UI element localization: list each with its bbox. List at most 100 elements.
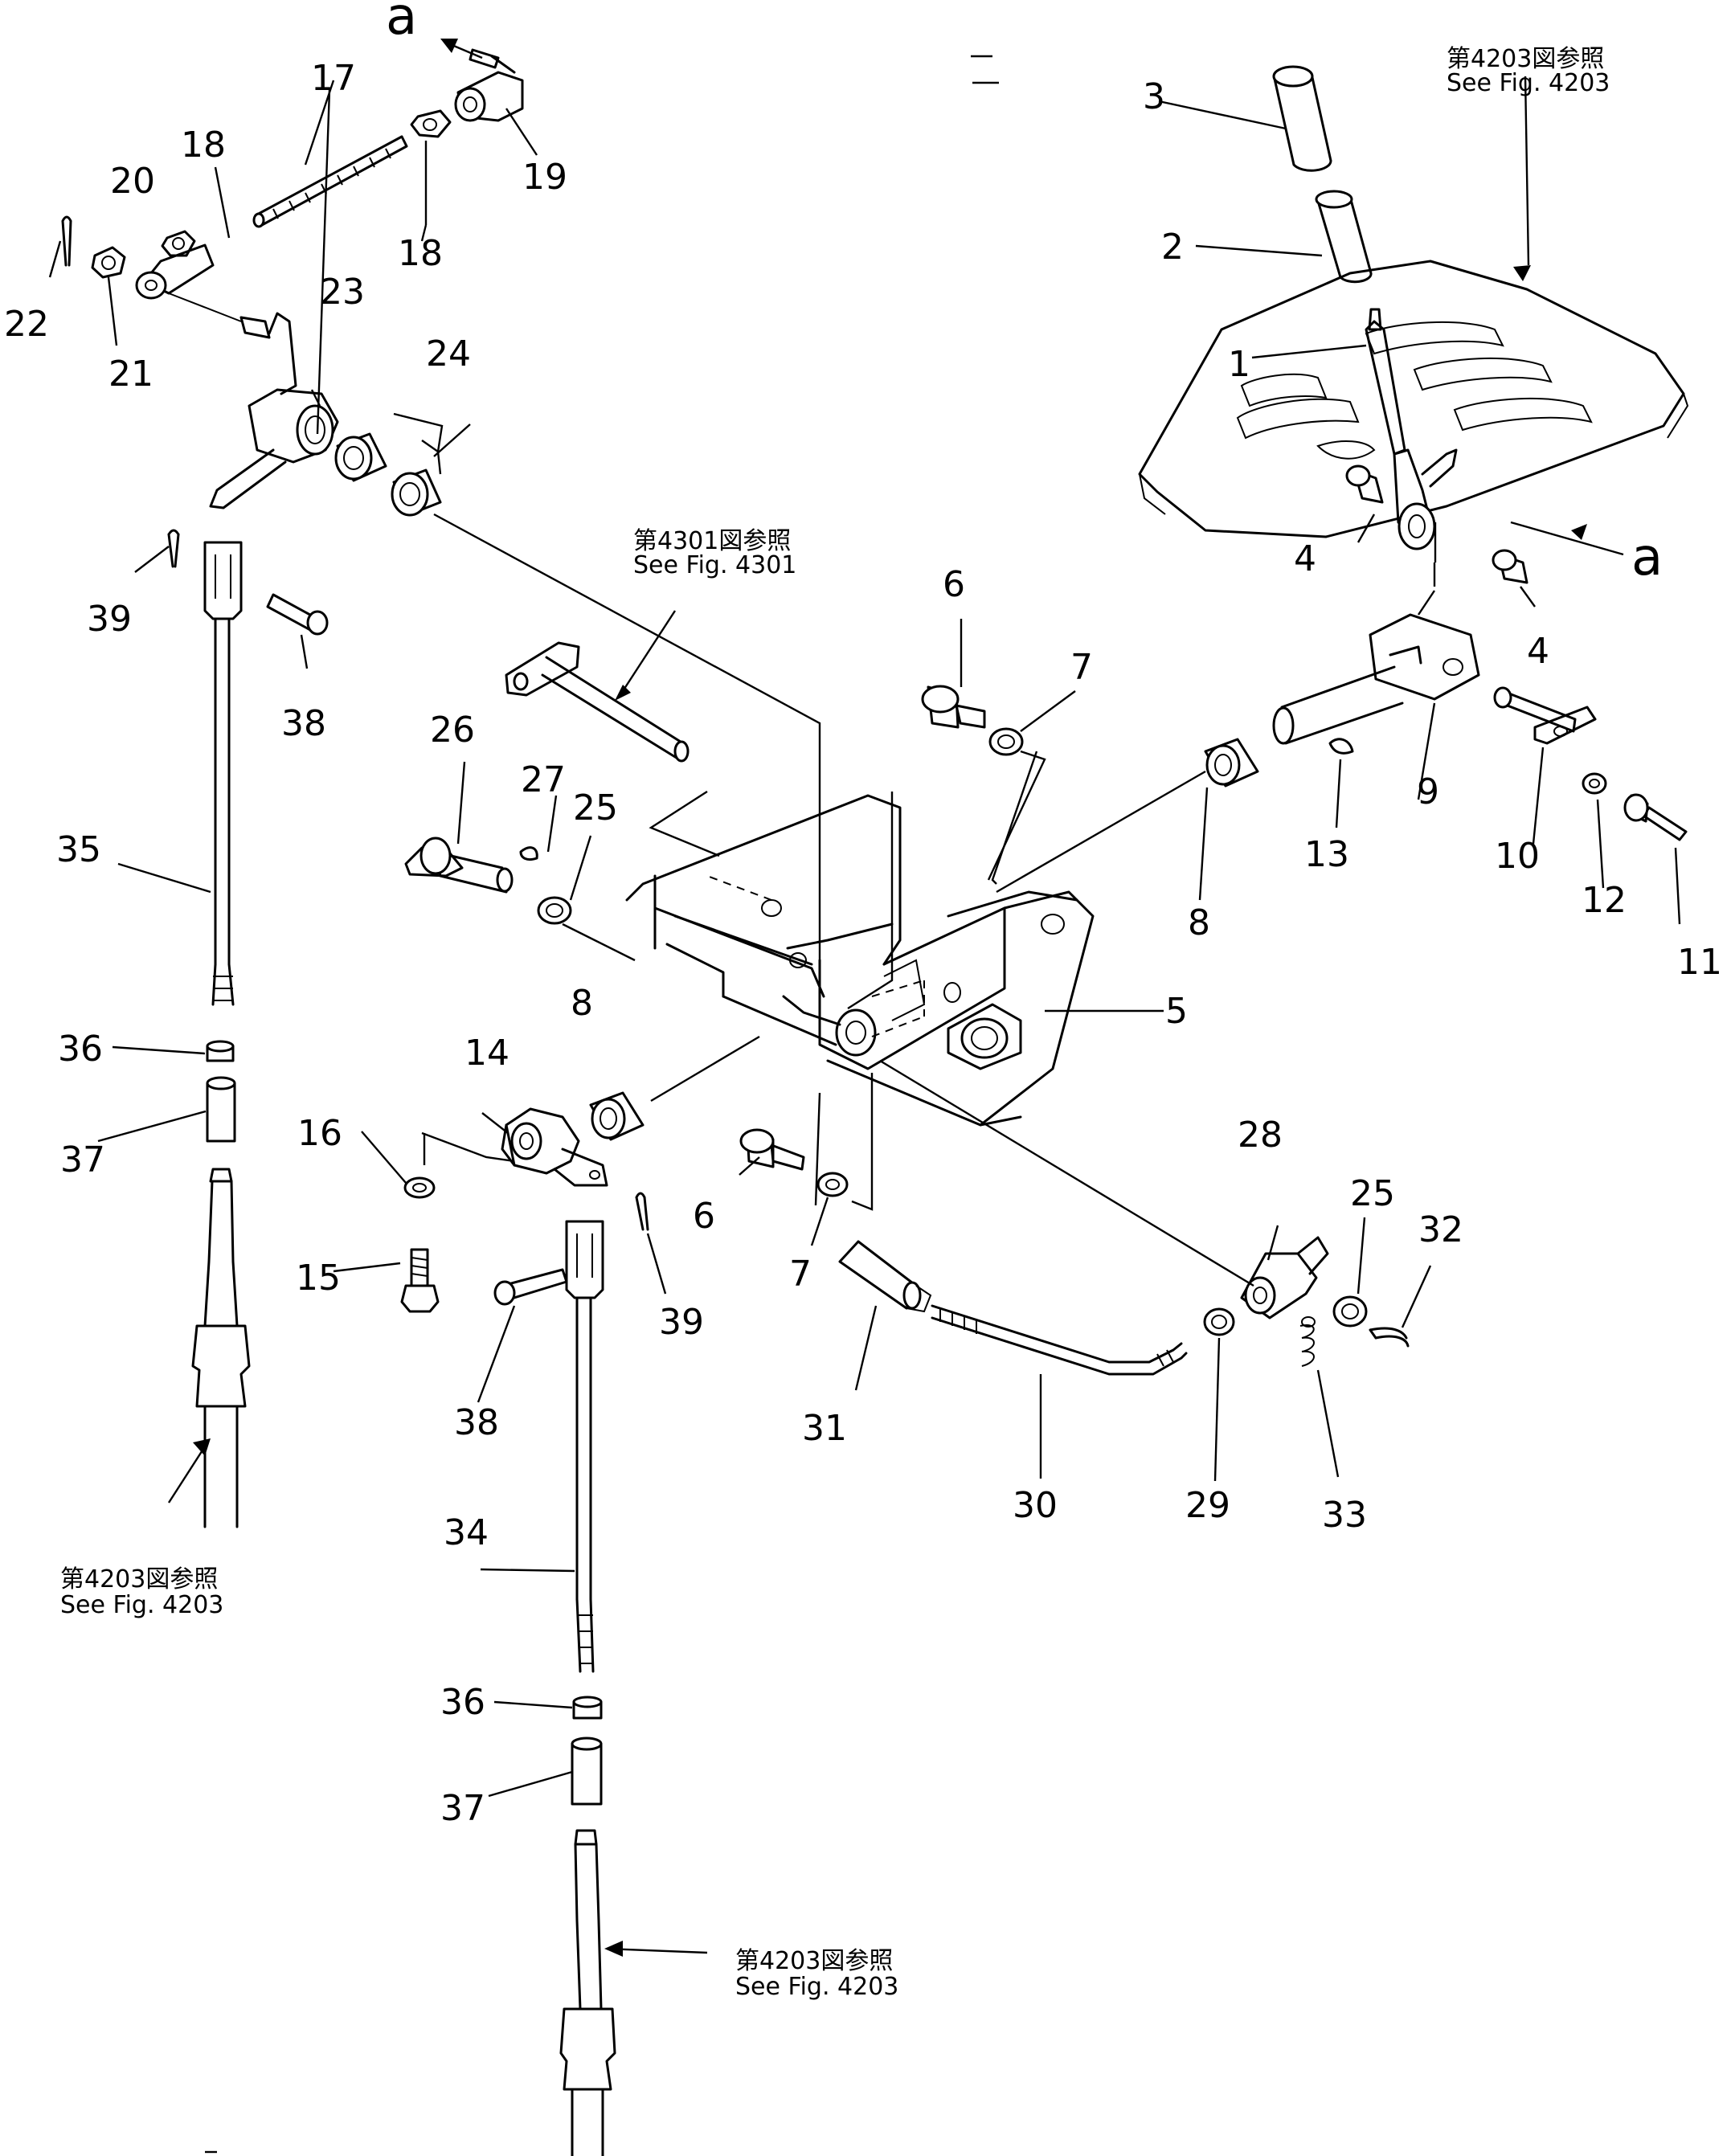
- label-39-center: 39: [659, 1302, 704, 1343]
- rod-4301: [505, 641, 690, 763]
- nut-36-center: [572, 1696, 603, 1720]
- cable-center: [559, 1829, 616, 2156]
- washer-16: [403, 1176, 436, 1199]
- label-15: 15: [296, 1258, 341, 1299]
- label-17: 17: [311, 58, 356, 99]
- pin-26: [404, 837, 514, 894]
- washer-7-top: [988, 727, 1024, 756]
- label-25-left: 25: [573, 788, 618, 828]
- label-6-bottom: 6: [693, 1196, 715, 1237]
- knob-parts: [1272, 65, 1373, 284]
- cotter-pin-22: [61, 215, 72, 267]
- label-14: 14: [464, 1033, 509, 1074]
- ref-4301-en: See Fig. 4301: [633, 551, 796, 579]
- shaft-bracket-9: [1272, 563, 1480, 745]
- cable-left: [191, 1168, 251, 1528]
- label-34: 34: [444, 1512, 489, 1553]
- marker-a-top: a: [386, 0, 417, 47]
- alignment-lines: [421, 513, 1437, 1287]
- bushing-4: [1345, 464, 1528, 584]
- label-35: 35: [56, 829, 101, 870]
- spring-33: [1299, 1316, 1316, 1367]
- bolt-11: [1623, 793, 1688, 841]
- ref-4203-top-jp: 第4203図参照: [1447, 45, 1604, 73]
- bell-crank-23: [209, 312, 339, 509]
- label-7-top: 7: [1070, 647, 1093, 688]
- label-10: 10: [1495, 836, 1540, 877]
- bolt-6-bottom: [739, 1128, 805, 1171]
- clevis-pin-38-left: [266, 593, 329, 636]
- label-33: 33: [1322, 1495, 1367, 1536]
- rod-34: [565, 1220, 604, 1673]
- label-28: 28: [1238, 1115, 1283, 1156]
- label-4-left: 4: [1294, 538, 1316, 579]
- label-31: 31: [802, 1408, 847, 1449]
- washer-25-left: [537, 896, 572, 925]
- ref-4203-left-jp: 第4203図参照: [60, 1565, 218, 1593]
- label-38-left: 38: [281, 703, 326, 744]
- label-39-left: 39: [87, 599, 132, 640]
- arrow-a-top: [440, 39, 458, 53]
- stopper-10: [1493, 686, 1597, 745]
- label-5: 5: [1165, 991, 1188, 1032]
- label-24: 24: [426, 333, 471, 374]
- label-8-right: 8: [1188, 902, 1210, 943]
- cotter-pin-32: [1369, 1327, 1410, 1348]
- part-number-labels: 1 2 3 4 4 5 6 6 7 7 8 8 9 10 11 12 13 14…: [4, 58, 1722, 1829]
- arrow-4301-ref: [615, 685, 631, 701]
- main-bracket-5: [625, 794, 1095, 1127]
- ref-4203-left-en: See Fig. 4203: [60, 1591, 223, 1619]
- console-plate: [1138, 260, 1689, 538]
- clip-39-center: [635, 1192, 649, 1231]
- label-4-right: 4: [1527, 631, 1549, 672]
- label-23: 23: [320, 272, 365, 313]
- leader-lines: [48, 76, 1681, 1798]
- label-37-left: 37: [60, 1139, 105, 1180]
- label-18-top: 18: [181, 125, 226, 166]
- bushing-8-left: [589, 1091, 645, 1141]
- sleeve-37-left: [206, 1076, 236, 1143]
- ref-4203-bottom-jp: 第4203図参照: [735, 1947, 893, 1975]
- marker-a-right: a: [1631, 528, 1663, 587]
- bushing-8-right: [1204, 738, 1259, 788]
- label-9: 9: [1417, 771, 1439, 812]
- lever-rod-30: [931, 1304, 1188, 1376]
- arrow-left-cable: [193, 1438, 211, 1456]
- label-13: 13: [1304, 834, 1349, 875]
- bolt-15: [400, 1248, 440, 1313]
- label-29: 29: [1185, 1485, 1230, 1526]
- label-7-bottom: 7: [789, 1254, 812, 1295]
- nut-36-left: [206, 1040, 235, 1062]
- arrow-bottom-cable: [604, 1941, 623, 1957]
- ref-4301-jp: 第4301図参照: [633, 527, 791, 555]
- washer-25-right: [1332, 1295, 1368, 1328]
- label-38-center: 38: [454, 1402, 499, 1443]
- sleeve-37-center: [571, 1737, 603, 1806]
- label-27: 27: [521, 759, 566, 800]
- nut-21: [91, 246, 126, 279]
- key-13: [1328, 738, 1354, 755]
- label-19: 19: [522, 157, 567, 198]
- ref-4203-top-en: See Fig. 4203: [1447, 69, 1610, 97]
- clevis-pin-38-center: [493, 1268, 568, 1306]
- label-6-top: 6: [943, 564, 965, 605]
- lever-28: [1240, 1236, 1329, 1319]
- arrow-top-ref: [1513, 265, 1531, 281]
- label-30: 30: [1013, 1485, 1058, 1526]
- label-20: 20: [110, 161, 155, 202]
- washer-7-bottom: [816, 1172, 849, 1197]
- threaded-rod-17: [252, 135, 408, 228]
- label-37-center: 37: [440, 1788, 485, 1829]
- label-25-right: 25: [1350, 1173, 1395, 1214]
- label-26: 26: [430, 710, 475, 751]
- clip-27: [519, 846, 538, 861]
- shift-lever: [1365, 308, 1458, 550]
- ball-joint-19: [454, 48, 524, 122]
- label-22: 22: [4, 304, 49, 345]
- label-21: 21: [108, 354, 153, 395]
- washer-12: [1582, 772, 1607, 795]
- knob-31: [838, 1240, 932, 1313]
- nut-18-lower: [161, 230, 196, 257]
- bolt-6-top: [921, 685, 986, 729]
- figure-references: 第4203図参照 See Fig. 4203 第4301図参照 See Fig.…: [60, 45, 1610, 2001]
